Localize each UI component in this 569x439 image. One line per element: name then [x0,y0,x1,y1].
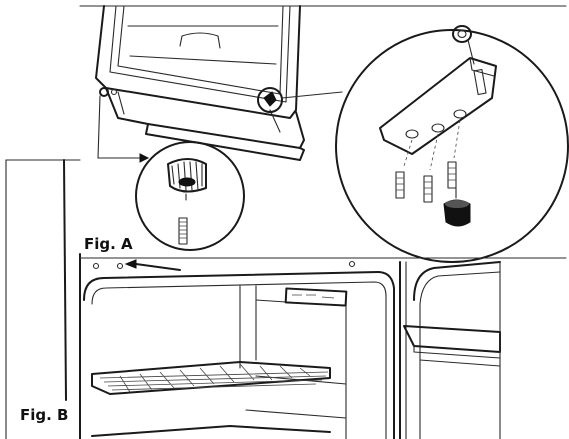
inner-shelf-lines [127,25,279,65]
callout-line-right [281,91,343,99]
interior-opening-inner [91,281,387,439]
side-wall [255,299,347,439]
knob-body [167,158,207,193]
door-shelf-line [419,359,501,367]
base-side-lines [117,91,281,133]
cabinet-interior [83,271,395,439]
top-arrow-line [135,263,181,271]
top-arrow-head [124,259,137,269]
knob-knurling [171,161,203,191]
bracket-hole-3 [453,109,467,119]
leveling-foot-magnifier [135,141,245,251]
screw-guides [403,119,461,171]
leveling-foot-detail [135,141,245,251]
fig-b-label: Fig. B [20,406,68,424]
lower-shelf-rail [245,409,347,419]
callout-arrow-left [139,153,150,163]
screw-1 [395,171,405,199]
screw-2 [423,175,433,203]
top-screw-3 [348,260,356,268]
lower-shelf [91,425,331,437]
cabinet-outline [95,5,301,119]
fig-a-panel: Fig. A [79,5,569,263]
bracket-hole-1 [405,129,419,139]
wire-shelf [91,361,331,395]
bracket-screw [473,68,487,96]
black-foot-top [445,200,469,208]
bracket-fold [469,57,495,77]
side-panel-line [63,159,67,401]
door-glass [117,5,284,95]
callout-line-left [97,95,141,159]
base-plinth [145,123,305,161]
knob-hole [178,177,196,187]
fig-b-panel: Fig. B [5,159,567,439]
top-screw-1 [92,262,100,270]
top-screw-2 [116,262,124,270]
bracket-detail [335,25,569,263]
left-foot-screw [110,88,118,96]
interior-opening [83,271,395,439]
fig-a-label: Fig. A [84,235,133,253]
cabinet-drawing [95,5,305,161]
control-panel-marks [292,294,335,299]
right-foot-bracket [263,91,277,107]
left-foot-marker [99,87,109,97]
screw-3 [447,161,457,189]
right-foot-callout-ring [257,87,283,113]
door-inner-top-2 [419,271,501,305]
bracket-magnifier [335,29,569,263]
door-frame [109,5,291,103]
door-handle [179,32,221,49]
bracket-hole-2 [431,123,445,133]
door-bin-bottom [413,345,501,359]
base-skirt [105,87,305,149]
screw-threads [396,167,456,195]
bracket-plate [379,57,497,155]
washer-guide [467,39,475,65]
washer [452,25,472,43]
door-inner-top [413,261,501,301]
control-panel [284,287,348,307]
wire-shelf-grid [99,363,329,393]
door-bin [403,325,501,353]
screw-thread-lines [179,221,187,239]
screw-thread [178,217,188,245]
washer-hole [457,29,467,39]
open-door [399,261,501,439]
